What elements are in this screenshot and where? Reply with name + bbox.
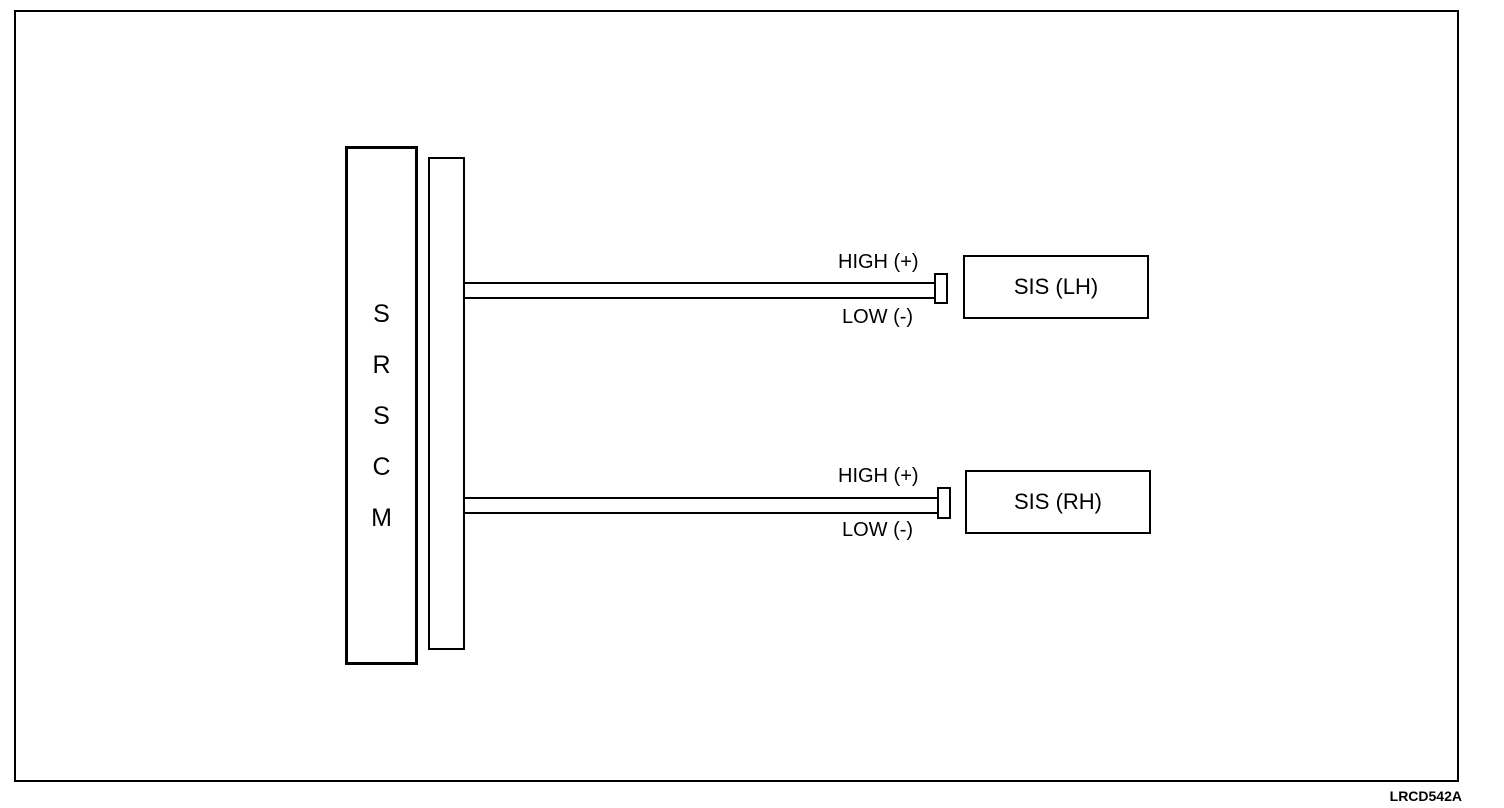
sis-lh-label: SIS (LH) bbox=[1013, 274, 1099, 299]
lh-high-label: HIGH (+) bbox=[838, 251, 919, 273]
lh-low-wire bbox=[465, 297, 935, 299]
figure-code: LRCD542A bbox=[1389, 788, 1462, 804]
srscm-letter: R bbox=[372, 351, 391, 379]
module-connector bbox=[428, 157, 465, 650]
sis-rh-box: SIS (RH) bbox=[965, 470, 1151, 534]
srscm-module-box: S R S C M bbox=[345, 146, 418, 665]
rh-low-label: LOW (-) bbox=[842, 519, 914, 541]
srscm-label: S R S C M bbox=[348, 289, 415, 544]
lh-sensor-plug bbox=[934, 273, 948, 304]
sis-rh-label: SIS (RH) bbox=[1014, 489, 1102, 514]
diagram-frame bbox=[14, 10, 1459, 782]
rh-high-label: HIGH (+) bbox=[838, 465, 919, 487]
rh-high-wire bbox=[465, 497, 938, 499]
lh-low-label: LOW (-) bbox=[842, 306, 914, 328]
rh-low-wire bbox=[465, 512, 938, 514]
srscm-letter: S bbox=[373, 402, 390, 430]
sis-lh-box: SIS (LH) bbox=[963, 255, 1149, 319]
srscm-letter: S bbox=[373, 300, 390, 328]
lh-high-wire bbox=[465, 282, 935, 284]
srscm-letter: M bbox=[371, 504, 392, 532]
srscm-letter: C bbox=[372, 453, 391, 481]
rh-sensor-plug bbox=[937, 487, 951, 519]
